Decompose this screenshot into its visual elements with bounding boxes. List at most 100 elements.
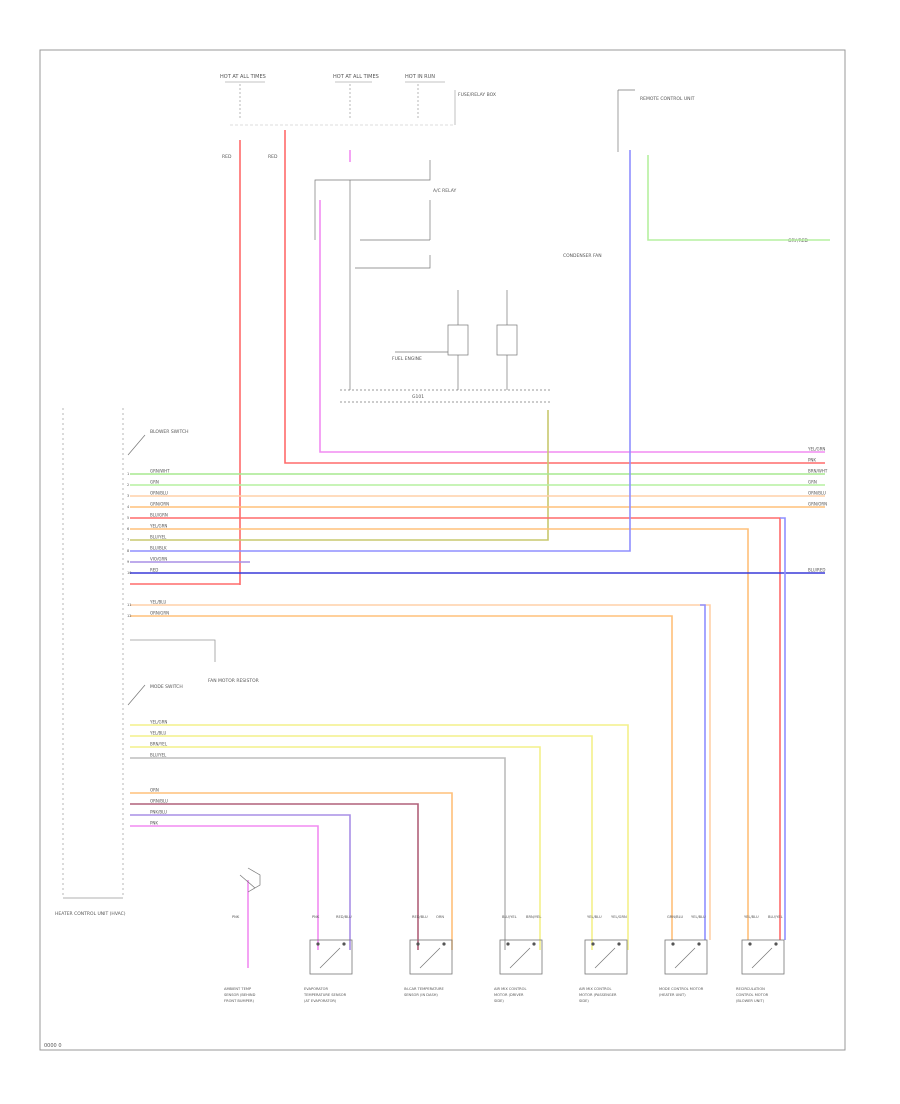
wire-orange-right	[130, 528, 749, 940]
component-label: (HEATER UNIT)	[659, 993, 686, 997]
condenser-label: CONDENSER FAN	[563, 253, 602, 259]
left-wire-label: ORN/GRN	[150, 611, 169, 616]
component-pin-a: PNK	[312, 915, 320, 919]
pin-number: 2	[127, 483, 129, 487]
left-wire-label: ORN/BLU	[150, 491, 168, 496]
lower-wire-label: YEL/BLU	[149, 731, 166, 736]
component-label: FRONT BUMPER)	[224, 999, 255, 1003]
wire-blue-remote	[130, 150, 631, 552]
component-pin-b: YEL/BLU	[691, 915, 706, 919]
wire-violet-low	[130, 814, 351, 950]
wire-orange-low	[130, 792, 453, 950]
pin-number: 11	[127, 603, 131, 607]
right-wire-label: YEL/GRN	[807, 447, 825, 452]
fuse-b-label: HOT AT ALL TIMES	[333, 74, 379, 80]
component: PNK AMBIENT TEMP SENSOR (BEHIND FRONT BUMPE…	[224, 867, 261, 1003]
component-pin-a: YEL/BLU	[744, 915, 759, 919]
left-wire-label: GRN	[150, 480, 159, 485]
fuse-area: HOT AT ALL TIMES HOT AT ALL TIMES HOT IN…	[220, 74, 809, 400]
component-label: MODE CONTROL MOTOR	[659, 987, 704, 991]
pin-number: 7	[127, 538, 129, 542]
pin-number: 12	[127, 614, 131, 618]
component-pin-b: YEL/GRN	[611, 915, 627, 919]
component-pin-a: PNK	[232, 915, 240, 919]
left-wire-label: YEL/BLU	[149, 600, 166, 605]
wire-red-right	[130, 517, 781, 940]
wire-blue-down	[700, 604, 706, 940]
component-label: AMBIENT TEMP	[224, 987, 252, 991]
left-wire-label: BLU/GRN	[150, 513, 168, 518]
components-row: PNK AMBIENT TEMP SENSOR (BEHIND FRONT BUMPE…	[224, 867, 785, 1003]
right-wire-labels: YEL/GRNPNKBRN/WHTGRNORN/BLUGRN/ORNBLU/RE…	[807, 447, 828, 573]
left-wire-labels: GRN/WHT1GRN2ORN/BLU3GRN/ORN4BLU/GRN5YEL/…	[127, 469, 170, 619]
wire-a-label: RED	[222, 154, 232, 160]
right-wire-label: PNK	[808, 458, 816, 463]
fuse-c-label: HOT IN RUN	[405, 74, 435, 80]
component-pin-b: ORN	[436, 915, 444, 919]
component-label: SIDE)	[494, 999, 504, 1003]
pin-number: 6	[127, 527, 129, 531]
pin-number: 1	[127, 472, 129, 476]
component-label: SENSOR (IN DASH)	[404, 993, 438, 997]
lower-wire-label: PNK	[150, 821, 158, 826]
wire-blue-far	[780, 517, 786, 940]
component-wires	[130, 724, 629, 968]
left-wire-label: GRN/ORN	[150, 502, 169, 507]
component: GRN/BLU YEL/BLU MODE CONTROL MOTOR (HEATER …	[659, 915, 708, 997]
page-number: 0000 0	[44, 1043, 62, 1049]
left-wire-label: GRN/WHT	[150, 469, 170, 474]
component-pin-a: YEL/BLU	[587, 915, 602, 919]
right-wire-label: BLU/RED	[808, 568, 825, 573]
heater-control-module: HEATER CONTROL UNIT (HVAC) BLOWER SWITCH…	[55, 408, 259, 917]
component-label: SENSOR (BEHIND	[224, 993, 256, 997]
component-label: AIR MIX CONTROL	[579, 987, 611, 991]
module-wires	[130, 150, 825, 940]
pin-number: 10	[127, 571, 131, 575]
module-label: HEATER CONTROL UNIT (HVAC)	[55, 911, 126, 917]
lower-wire-label: ORN	[150, 788, 159, 793]
component-pin-b: RED/BLU	[336, 915, 352, 919]
left-wire-label: RED	[150, 568, 158, 573]
pin-number: 8	[127, 549, 129, 553]
lower-wire-label: BLU/YEL	[150, 753, 167, 758]
component-pin-b: BRN/YEL	[526, 915, 541, 919]
top-wires	[130, 130, 830, 585]
diagram-frame	[39, 49, 846, 1051]
right-wire-label: GRN/ORN	[808, 502, 827, 507]
component-label: EVAPORATOR	[304, 987, 329, 991]
component-pin-a: RED/BLU	[412, 915, 428, 919]
remote-wire-label: GRY/RED	[788, 238, 809, 244]
component-label: RECIRCULATION	[736, 987, 765, 991]
left-wire-label: YEL/GRN	[149, 524, 167, 529]
component-pin-a: BLU/YEL	[502, 915, 517, 919]
right-wire-label: GRN	[808, 480, 817, 485]
wire-yel-1	[130, 724, 629, 950]
left-wire-label: BLU/YEL	[150, 535, 167, 540]
wire-yel-2	[130, 735, 593, 950]
wire-peach-right	[130, 604, 711, 940]
wire-darkred	[130, 803, 419, 950]
fan-label: FAN MOTOR RESISTOR	[208, 678, 259, 684]
lower-wire-label: BRN/YEL	[150, 742, 168, 747]
fuse-a-label: HOT AT ALL TIMES	[220, 74, 266, 80]
switch-a-label: FUEL ENGINE	[392, 356, 422, 362]
ground-label: G101	[412, 394, 424, 400]
pin-number: 4	[127, 505, 130, 509]
wire-b-label: RED	[268, 154, 278, 160]
wire-pink-low	[130, 825, 319, 950]
left-wire-label: VIO/GRN	[150, 557, 167, 562]
component-label: (BLOWER UNIT)	[736, 999, 765, 1003]
sw2-label: MODE SWITCH	[150, 684, 183, 690]
component-label: TEMPERATURE SENSOR	[303, 993, 347, 997]
pin-number: 5	[127, 516, 129, 520]
left-wire-label: BLU/BLK	[150, 546, 167, 551]
component-pin-a: GRN/BLU	[667, 915, 683, 919]
right-wire-label: ORN/BLU	[808, 491, 826, 496]
remote-label: REMOTE CONTROL UNIT	[640, 96, 695, 102]
lower-wire-label: ORN/BLU	[150, 799, 168, 804]
component-label: SIDE)	[579, 999, 589, 1003]
